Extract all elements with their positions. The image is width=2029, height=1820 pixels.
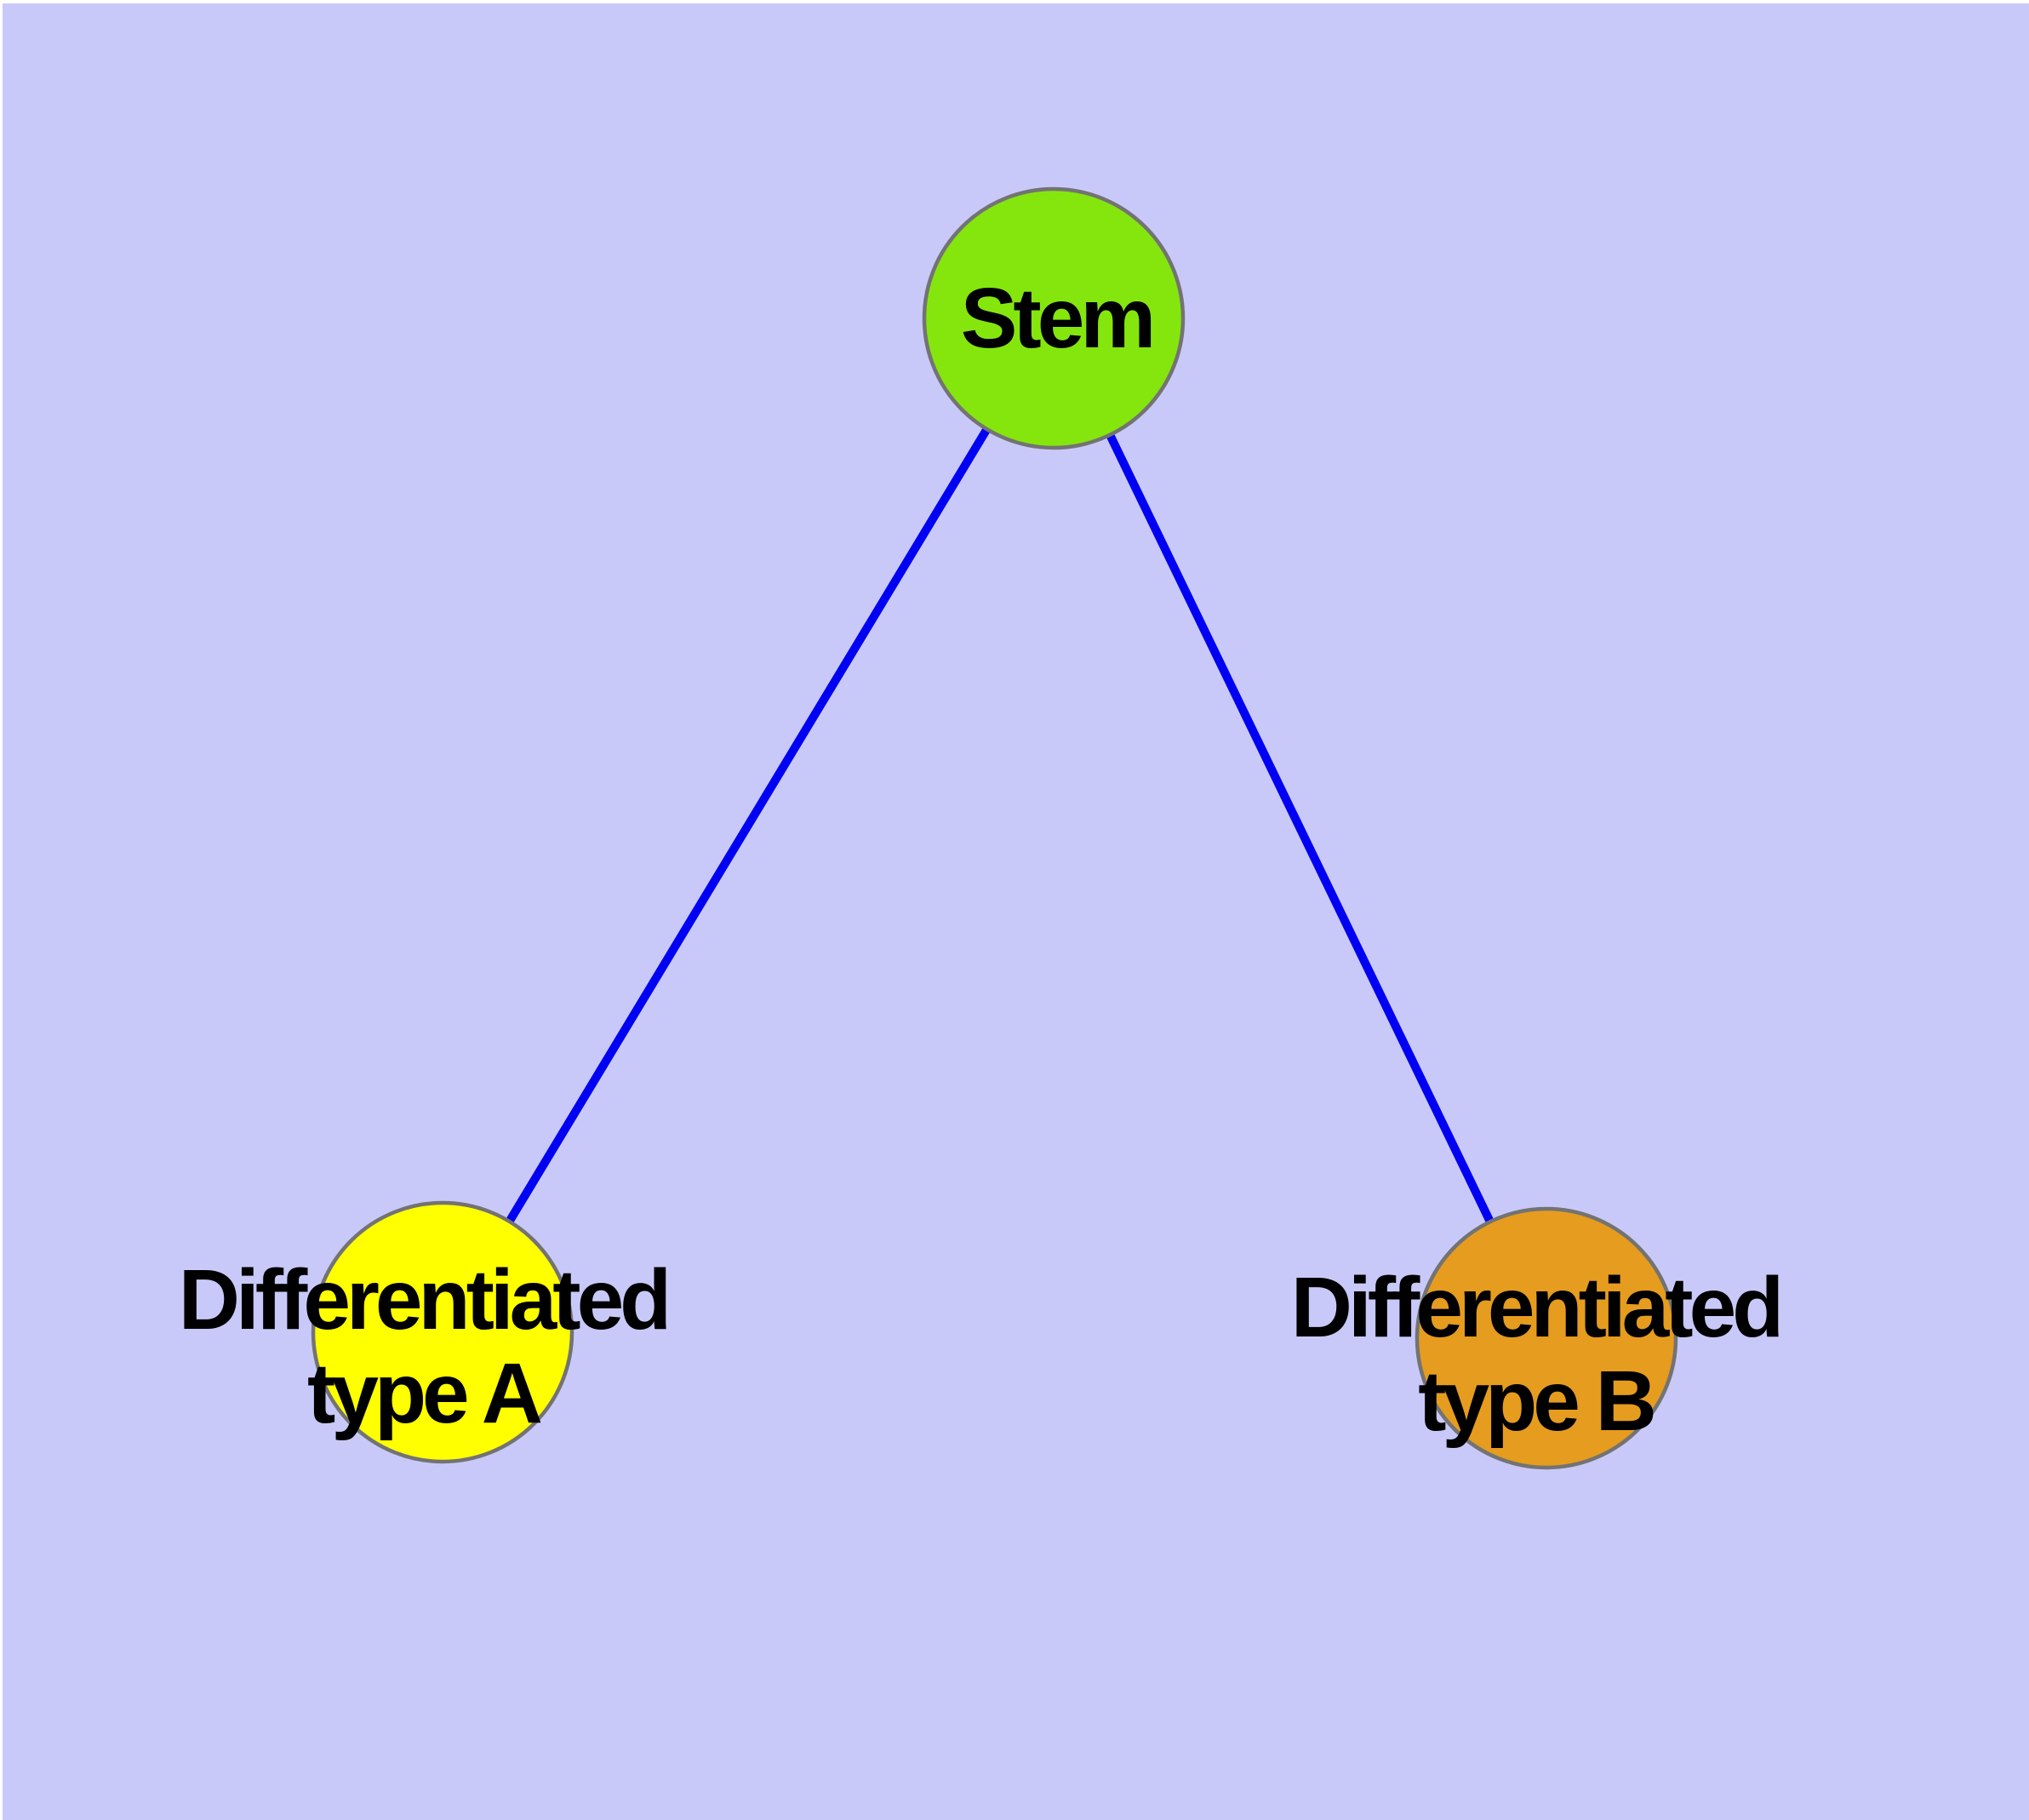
node-stem-circle[interactable] xyxy=(922,186,1186,450)
node-differentiated-type-a-circle[interactable] xyxy=(311,1200,574,1464)
edge-stem-to-type-b xyxy=(1049,316,1551,1341)
node-differentiated-type-b-circle[interactable] xyxy=(1415,1206,1678,1470)
edge-stem-to-type-a xyxy=(438,316,1058,1335)
